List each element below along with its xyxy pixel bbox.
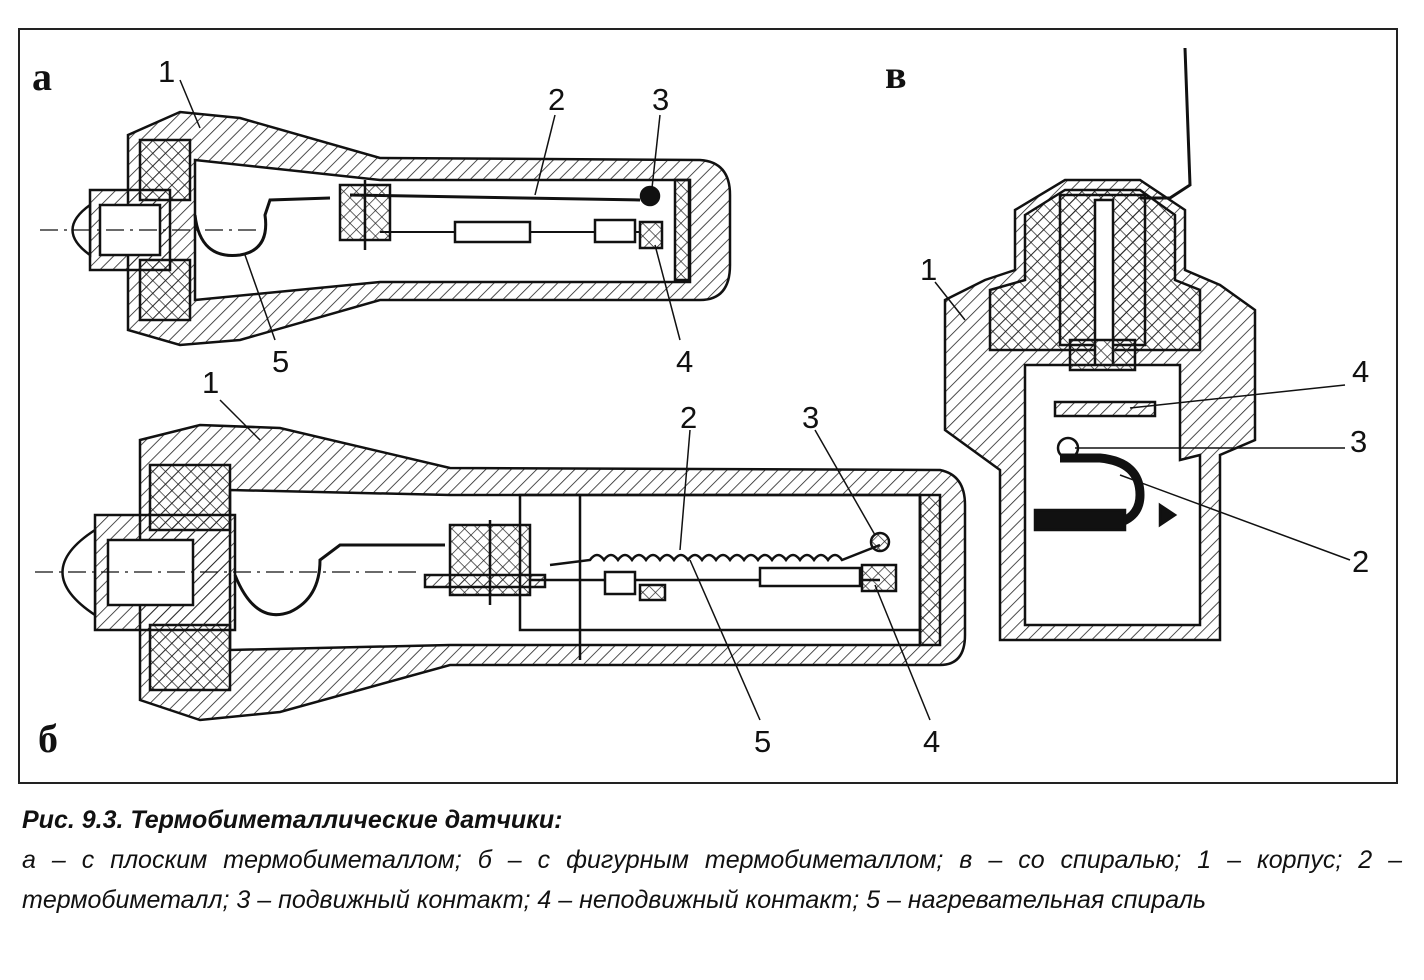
panel-a-label-1: 1 xyxy=(158,54,175,89)
panel-v-drawing xyxy=(934,47,1351,642)
figure-caption: Рис. 9.3. Термобиметаллические датчики: … xyxy=(22,800,1402,920)
panel-a-label-2: 2 xyxy=(548,82,565,117)
caption-body: а – с плоским термобиметаллом; б – с фиг… xyxy=(22,846,1402,914)
panel-a-label-4: 4 xyxy=(676,344,693,379)
panel-b-drawing xyxy=(35,399,967,722)
panel-b-label-4: 4 xyxy=(923,724,940,759)
panel-v-label-3: 3 xyxy=(1350,424,1367,459)
panel-a-label-3: 3 xyxy=(652,82,669,117)
panel-a-drawing xyxy=(40,79,732,347)
sensor-drawings: а 1 2 3 4 5 xyxy=(32,47,1369,761)
panel-b-label-5: 5 xyxy=(754,724,771,759)
panel-v-label-1: 1 xyxy=(920,252,937,287)
panel-b-letter: б xyxy=(38,716,58,761)
panel-a-letter: а xyxy=(32,54,52,99)
panel-v-label-4: 4 xyxy=(1352,354,1369,389)
caption-title: Рис. 9.3. Термобиметаллические датчики: xyxy=(22,806,563,834)
figure-frame xyxy=(18,28,1398,784)
panel-v-label-2: 2 xyxy=(1352,544,1369,579)
panel-b-label-2: 2 xyxy=(680,400,697,435)
panel-b-label-3: 3 xyxy=(802,400,819,435)
panel-v-letter: в xyxy=(885,52,907,97)
panel-a-label-5: 5 xyxy=(272,344,289,379)
panel-b-label-1: 1 xyxy=(202,365,219,400)
